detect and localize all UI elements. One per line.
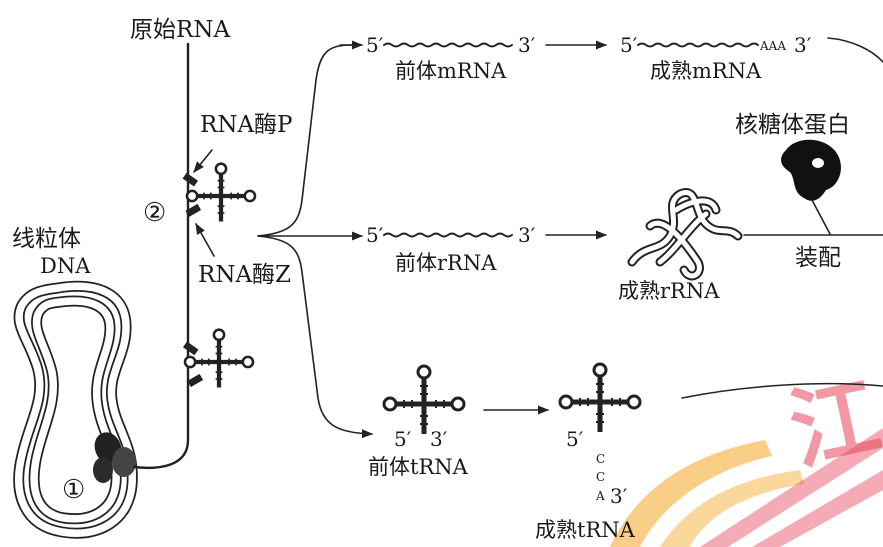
pre-trna-cloverleaf	[384, 366, 464, 434]
rnase-p-pointer-arrow	[194, 150, 212, 172]
watermark: 江	[610, 364, 883, 547]
rnase-z-label: RNA酶Z	[198, 262, 291, 288]
poly-a-tail: AAA	[759, 39, 786, 53]
pre-mrna-5prime: 5′	[366, 33, 384, 57]
trna-on-original-rna-upper	[187, 164, 255, 222]
pre-trna-3prime: 3′	[430, 427, 448, 451]
mrna-exit-curve	[828, 38, 883, 62]
pre-rrna-5prime: 5′	[366, 223, 384, 247]
original-rna-strand	[134, 44, 188, 468]
mature-mrna-3prime: 3′	[794, 33, 812, 57]
assembly-label: 装配	[795, 245, 841, 271]
rnase-p-label: RNA酶P	[200, 112, 293, 138]
ribosomal-protein-blob	[781, 140, 841, 201]
pre-rrna-3prime: 3′	[518, 223, 536, 247]
pre-rrna-label: 前体rRNA	[395, 251, 497, 275]
original-rna-label: 原始RNA	[130, 17, 230, 43]
mature-trna-3prime: 3′	[610, 484, 628, 508]
cca-a: A	[595, 489, 605, 503]
branch-brace	[258, 45, 372, 434]
mature-rrna-folded	[632, 192, 738, 275]
ribosomal-protein-label: 核糖体蛋白	[735, 112, 850, 138]
mature-trna-label: 成熟tRNA	[535, 518, 636, 542]
step-2-marker: ②	[143, 198, 166, 228]
pre-rrna-strand	[384, 234, 512, 237]
mature-mrna-strand	[638, 44, 758, 47]
pre-mrna-label: 前体mRNA	[395, 59, 507, 83]
mature-mrna-label: 成熟mRNA	[650, 59, 762, 83]
assembly-connector	[812, 200, 830, 234]
mature-trna-cloverleaf	[560, 364, 640, 432]
watermark-text: 江	[781, 364, 883, 483]
pre-mrna-strand	[384, 44, 512, 47]
step-1-marker: ①	[62, 475, 85, 505]
cca-c2: C	[596, 470, 605, 484]
pre-mrna-3prime: 3′	[518, 33, 536, 57]
rnase-z-pointer-arrow	[196, 224, 214, 256]
mature-trna-5prime: 5′	[566, 427, 584, 451]
mature-rrna-label: 成熟rRNA	[618, 279, 720, 303]
mito-dna-label-line1: 线粒体	[12, 226, 81, 252]
mito-dna-label-line2: DNA	[40, 254, 91, 278]
pre-trna-label: 前体tRNA	[368, 455, 469, 479]
pre-trna-5prime: 5′	[394, 427, 412, 451]
mature-mrna-5prime: 5′	[620, 33, 638, 57]
cca-c1: C	[596, 452, 605, 466]
